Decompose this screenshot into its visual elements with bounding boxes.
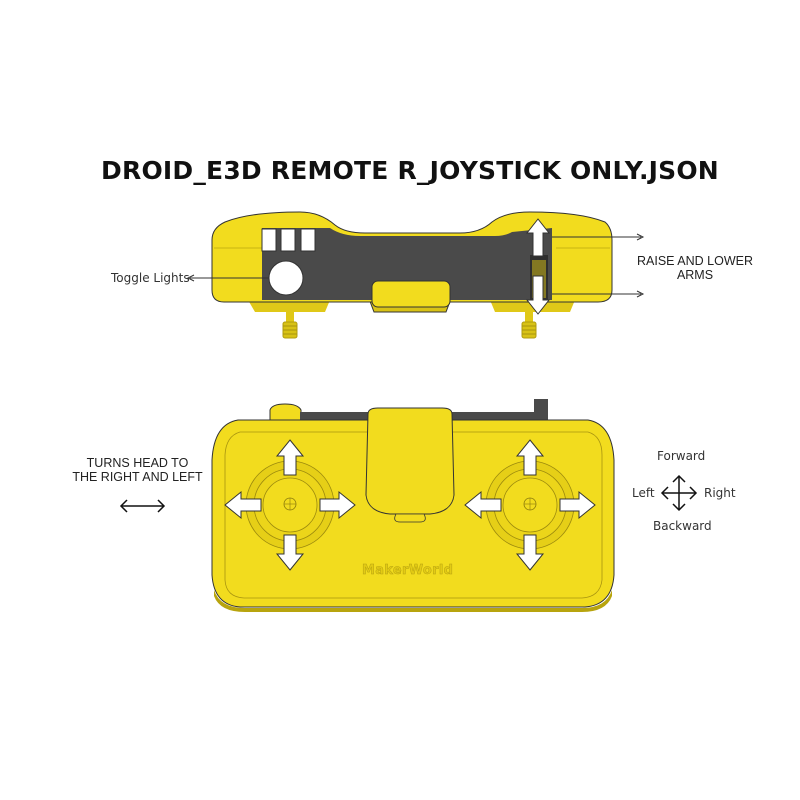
screw-right	[521, 310, 537, 339]
toggle-switch-3	[300, 228, 316, 252]
raise-lower-arms-label: RAISE AND LOWER ARMS	[630, 254, 760, 282]
turns-head-label: TURNS HEAD TO THE RIGHT AND LEFT	[65, 456, 210, 484]
legend-backward: Backward	[653, 519, 712, 533]
raise-lower-arms-line2: ARMS	[676, 268, 714, 282]
right-joystick	[485, 460, 575, 550]
page-title: DROID_E3D REMOTE R_JOYSTICK ONLY.JSON	[101, 156, 719, 185]
legend-right: Right	[704, 486, 736, 500]
right-joystick-arrows-icon	[464, 439, 596, 571]
raise-lower-arms-line1: RAISE AND LOWER	[637, 254, 753, 268]
toggle-lights-label: Toggle Lights	[111, 271, 190, 285]
up-down-arrow-icon	[525, 218, 551, 315]
makerworld-watermark: MakerWorld	[362, 563, 454, 579]
legend-forward: Forward	[657, 449, 706, 463]
legend-left: Left	[632, 486, 655, 500]
turns-head-line2: THE RIGHT AND LEFT	[72, 470, 203, 484]
toggle-switch-1	[261, 228, 277, 252]
screw-left	[282, 310, 298, 339]
left-joystick	[245, 460, 335, 550]
left-right-arrow-icon	[119, 499, 166, 513]
left-joystick-arrows-icon	[224, 439, 356, 571]
four-way-arrow-icon	[660, 474, 698, 512]
toggle-switch-2	[280, 228, 296, 252]
turns-head-line1: TURNS HEAD TO	[86, 456, 189, 470]
